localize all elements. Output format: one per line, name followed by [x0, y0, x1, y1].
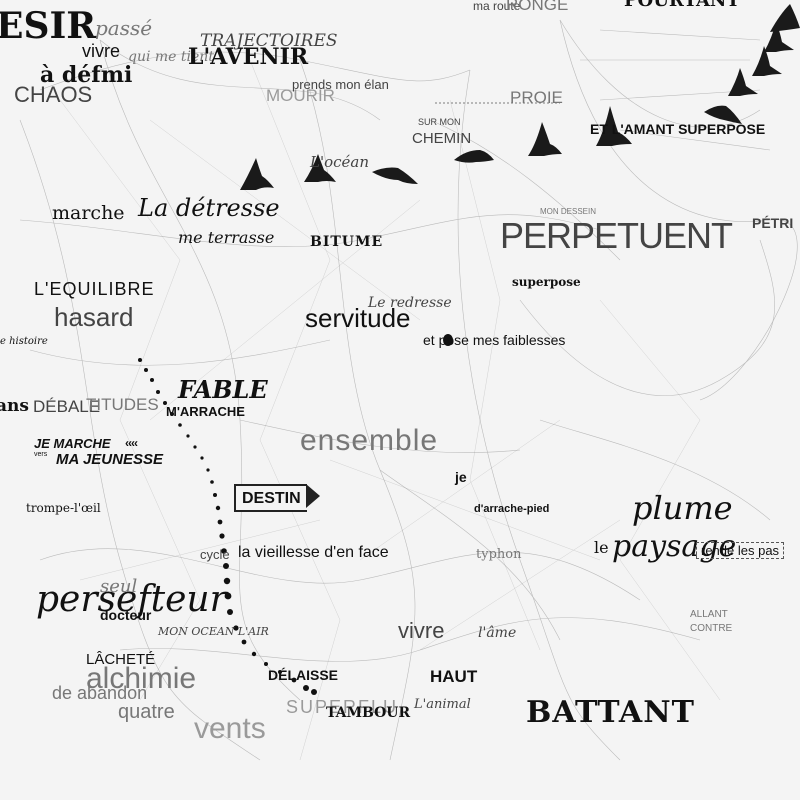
word-vents: vents: [194, 712, 266, 745]
word-paysage: paysage: [612, 529, 737, 564]
word-ronge: RONGE: [506, 0, 569, 14]
word-haut: HAUT: [430, 667, 478, 686]
word-chaos: CHAOS: [14, 82, 93, 107]
word-locean: L'océan: [310, 153, 369, 171]
word-quatre: quatre: [118, 701, 175, 723]
destin-sign: DESTIN: [234, 484, 307, 512]
word-je-marche: JE MARCHE: [34, 436, 111, 451]
word-sur-mon: SUR MON: [418, 117, 461, 127]
word-hasard: hasard: [54, 302, 134, 332]
bird-icon: [304, 154, 336, 182]
word-ma-jeunesse: MA JEUNESSE: [56, 451, 163, 468]
word-le-redresse: Le redresse: [368, 295, 452, 311]
word-mon-ocean-lair: MON OCEAN L'AIR: [158, 625, 269, 638]
word-lavenir: L'AVENIR: [188, 44, 309, 70]
word-perpetuent: PERPETUENT: [500, 215, 733, 256]
word-a-defini: à défmi: [40, 62, 133, 88]
bird-icon: [704, 105, 742, 124]
word-delaisse: DÉLAISSE: [268, 667, 339, 683]
word-chemin: CHEMIN: [412, 130, 472, 147]
bird-icon: [596, 106, 632, 146]
word-prends-mon-elan: prends mon élan: [292, 77, 389, 92]
word-cycle: cycle: [200, 547, 230, 562]
word-plume: plume: [632, 489, 733, 527]
dotted-trail-icon: [138, 358, 317, 695]
bird-icon: [752, 46, 782, 76]
word-vivre-lower: vivre: [398, 618, 445, 643]
word-de-abandon: de abandon: [52, 683, 148, 703]
word-battant: BATTANT: [526, 695, 695, 730]
word-fable: FABLE: [178, 375, 268, 404]
word-lachete: LÂCHETÉ: [86, 651, 156, 668]
word-proie: PROIE: [510, 88, 563, 107]
word-rende-les-pas: rende les pas: [696, 542, 785, 559]
word-destin: DESTIN: [242, 490, 301, 507]
word-docteur: docteur: [100, 607, 152, 623]
word-tambour: TAMBOUR: [326, 705, 411, 721]
word-marrache: M'ARRACHE: [166, 404, 245, 419]
word-servitude: servitude: [305, 303, 411, 333]
word-seul: seul: [100, 576, 138, 597]
word-qui-me-tient: qui me tient: [128, 49, 214, 65]
word-passe: passé: [95, 16, 153, 40]
word-lanimal: L'animal: [414, 697, 471, 712]
bird-icon: [764, 22, 794, 52]
word-mourir: MOURIR: [266, 86, 335, 105]
word-superpose: superpose: [512, 275, 581, 289]
word-attitudes: TITUDES: [86, 395, 159, 414]
arrow-sign-icon: [306, 484, 320, 508]
word-ensemble: ensemble: [300, 424, 439, 457]
bird-icon: [728, 68, 758, 96]
bird-icon: [770, 4, 800, 32]
word-typhon: typhon: [476, 547, 522, 562]
word-bitume: BITUME: [310, 234, 384, 250]
word-superflu: SUPERFLU: [286, 697, 399, 717]
bird-icon: [372, 167, 418, 184]
word-desir: ESIR: [0, 5, 97, 47]
word-vers: vers: [34, 451, 48, 458]
word-vivre: vivre: [82, 41, 121, 61]
bird-icon: [240, 158, 274, 190]
word-lame: l'âme: [478, 625, 517, 641]
word-mon-dessein: MON DESSEIN: [540, 207, 597, 216]
word-lequilibre: L'EQUILIBRE: [34, 279, 155, 299]
word-et-lamant-superpose: ET L'AMANT SUPERPOSE: [590, 121, 766, 137]
word-alchimie: alchimie: [86, 662, 197, 695]
word-je: je: [455, 469, 467, 485]
bird-icon: [454, 150, 494, 163]
word-trajectoires: TRAJECTOIRES: [200, 31, 338, 51]
word-histoire: te histoire: [0, 336, 48, 347]
word-le: le: [594, 538, 609, 557]
bird-icon: [528, 122, 562, 156]
chevrons-icon: ‹‹‹‹: [125, 436, 138, 450]
word-et-pose: et pose mes faiblesses: [423, 332, 566, 348]
word-la-vieillesse: la vieillesse d'en face: [238, 544, 389, 561]
word-pourtant: POURTANT: [624, 0, 740, 11]
word-marche: marche: [52, 202, 125, 224]
word-allant: ALLANT: [690, 609, 728, 620]
word-persefteur: persefteur: [36, 579, 227, 620]
word-me-terrasse: me terrasse: [178, 228, 275, 247]
word-ma-route: ma route: [473, 0, 521, 13]
word-contre: CONTRE: [690, 623, 733, 634]
word-darrache-pied: d'arrache-pied: [474, 503, 550, 515]
word-trompe-loeil: trompe-l'œil: [26, 501, 101, 515]
word-la-detresse: La détresse: [138, 194, 280, 222]
word-petri: PÉTRI: [752, 215, 794, 231]
word-debale: DÉBALE: [33, 397, 101, 416]
word-ans: ans: [0, 396, 29, 416]
